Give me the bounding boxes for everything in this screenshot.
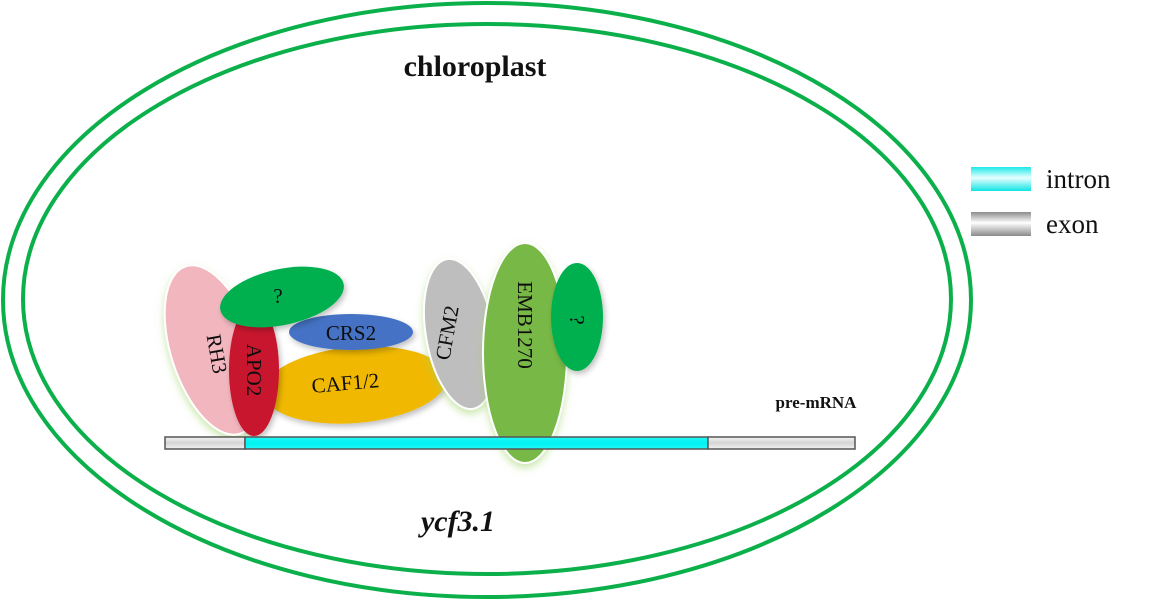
- chloroplast-outer-membrane: [1, 1, 973, 599]
- legend-item-intron: intron: [971, 164, 1111, 194]
- unknown-protein-2-label: ?: [565, 315, 589, 324]
- exon-segment-right: [707, 436, 856, 450]
- unknown-protein-1-label: ?: [273, 284, 282, 308]
- caf12-protein: CAF1/2: [263, 346, 447, 424]
- cfm2-protein: CFM2: [423, 257, 497, 411]
- caf12-label: CAF1/2: [311, 368, 381, 398]
- emb1270-label: EMB1270: [513, 281, 537, 369]
- legend-label-exon: exon: [1046, 209, 1099, 239]
- apo2-protein: APO2: [229, 304, 279, 436]
- legend-label-intron: intron: [1046, 164, 1111, 194]
- pre-mrna-transcript: [164, 436, 856, 450]
- legend-swatch-intron: [971, 167, 1031, 191]
- unknown-protein-2: ?: [551, 263, 603, 371]
- legend-item-exon: exon: [971, 209, 1099, 239]
- crs2-protein: CRS2: [289, 314, 413, 350]
- legend-swatch-exon: [971, 212, 1031, 236]
- gene-label: ycf3.1: [418, 505, 495, 538]
- compartment-title: chloroplast: [404, 50, 547, 83]
- emb1270-protein: EMB1270: [482, 242, 568, 464]
- crs2-label: CRS2: [326, 321, 376, 345]
- intron-segment: [244, 436, 709, 450]
- legend: intron exon: [971, 164, 1111, 239]
- exon-segment-left: [164, 436, 246, 450]
- unknown-protein-1: ?: [220, 266, 344, 328]
- chloroplast-inner-membrane: [21, 22, 953, 576]
- apo2-label: APO2: [242, 344, 266, 397]
- pre-mrna-label: pre-mRNA: [776, 393, 858, 412]
